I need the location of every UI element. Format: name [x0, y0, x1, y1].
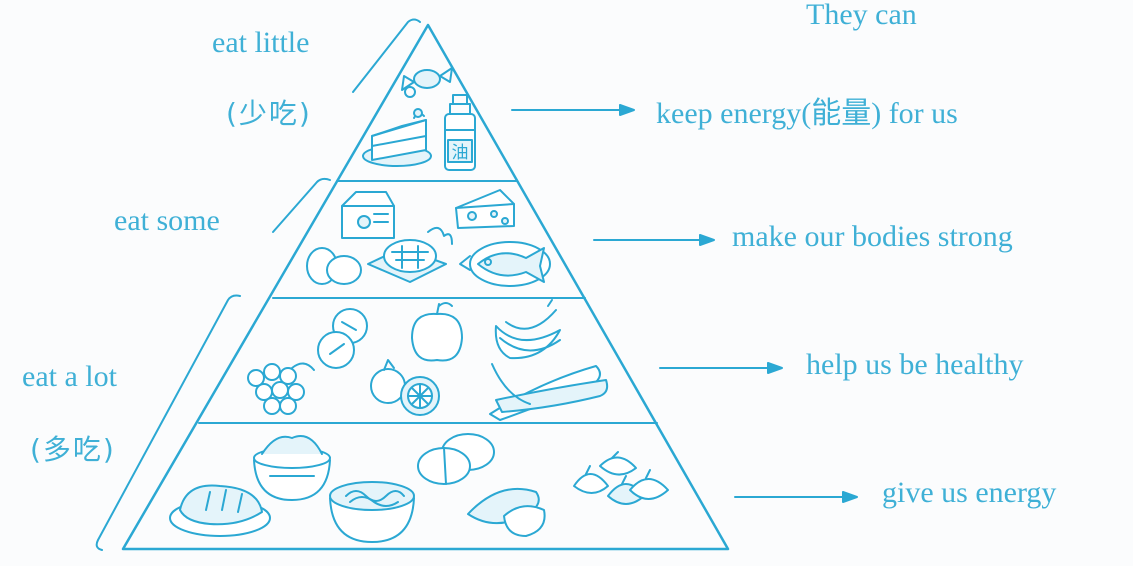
oil-bottle-label: 油	[452, 143, 469, 163]
oranges-icon	[318, 309, 367, 368]
steamed-buns-icon	[418, 434, 494, 484]
header-title: They can	[806, 0, 917, 32]
label-eat-some: eat some	[114, 204, 220, 238]
rice-bowl-icon	[254, 436, 330, 500]
arrow-healthy	[660, 363, 782, 373]
effect-bodies-strong: make our bodies strong	[732, 220, 1013, 254]
grapes-icon	[248, 363, 314, 414]
bananas-icon	[496, 300, 560, 358]
arrow-give-energy	[735, 492, 857, 502]
bread-icon	[170, 486, 270, 537]
citrus-icon	[371, 360, 439, 415]
cheese-icon	[456, 190, 514, 228]
noodles-bowl-icon	[330, 482, 414, 542]
candy-icon	[402, 68, 452, 97]
arrow-keep-energy	[512, 105, 634, 115]
label-eat-little-cn: (少吃)	[226, 92, 312, 132]
label-eat-a-lot: eat a lot	[22, 360, 117, 394]
label-eat-little: eat little	[212, 26, 309, 60]
bracket-eat-some	[273, 179, 330, 232]
sweet-potatoes-icon	[468, 489, 545, 536]
effect-healthy: help us be healthy	[806, 348, 1023, 382]
label-eat-a-lot-cn: (多吃)	[30, 428, 116, 468]
eggs-icon	[307, 248, 361, 284]
cucumbers-icon	[490, 364, 607, 420]
effect-keep-energy: keep energy(能量) for us	[656, 88, 958, 132]
dumplings-icon	[574, 452, 668, 504]
milk-carton-icon	[342, 192, 394, 238]
arrow-bodies-strong	[594, 235, 714, 245]
apple-icon	[412, 303, 462, 361]
effect-give-energy: give us energy	[882, 476, 1056, 510]
fish-dish-icon	[460, 242, 550, 286]
